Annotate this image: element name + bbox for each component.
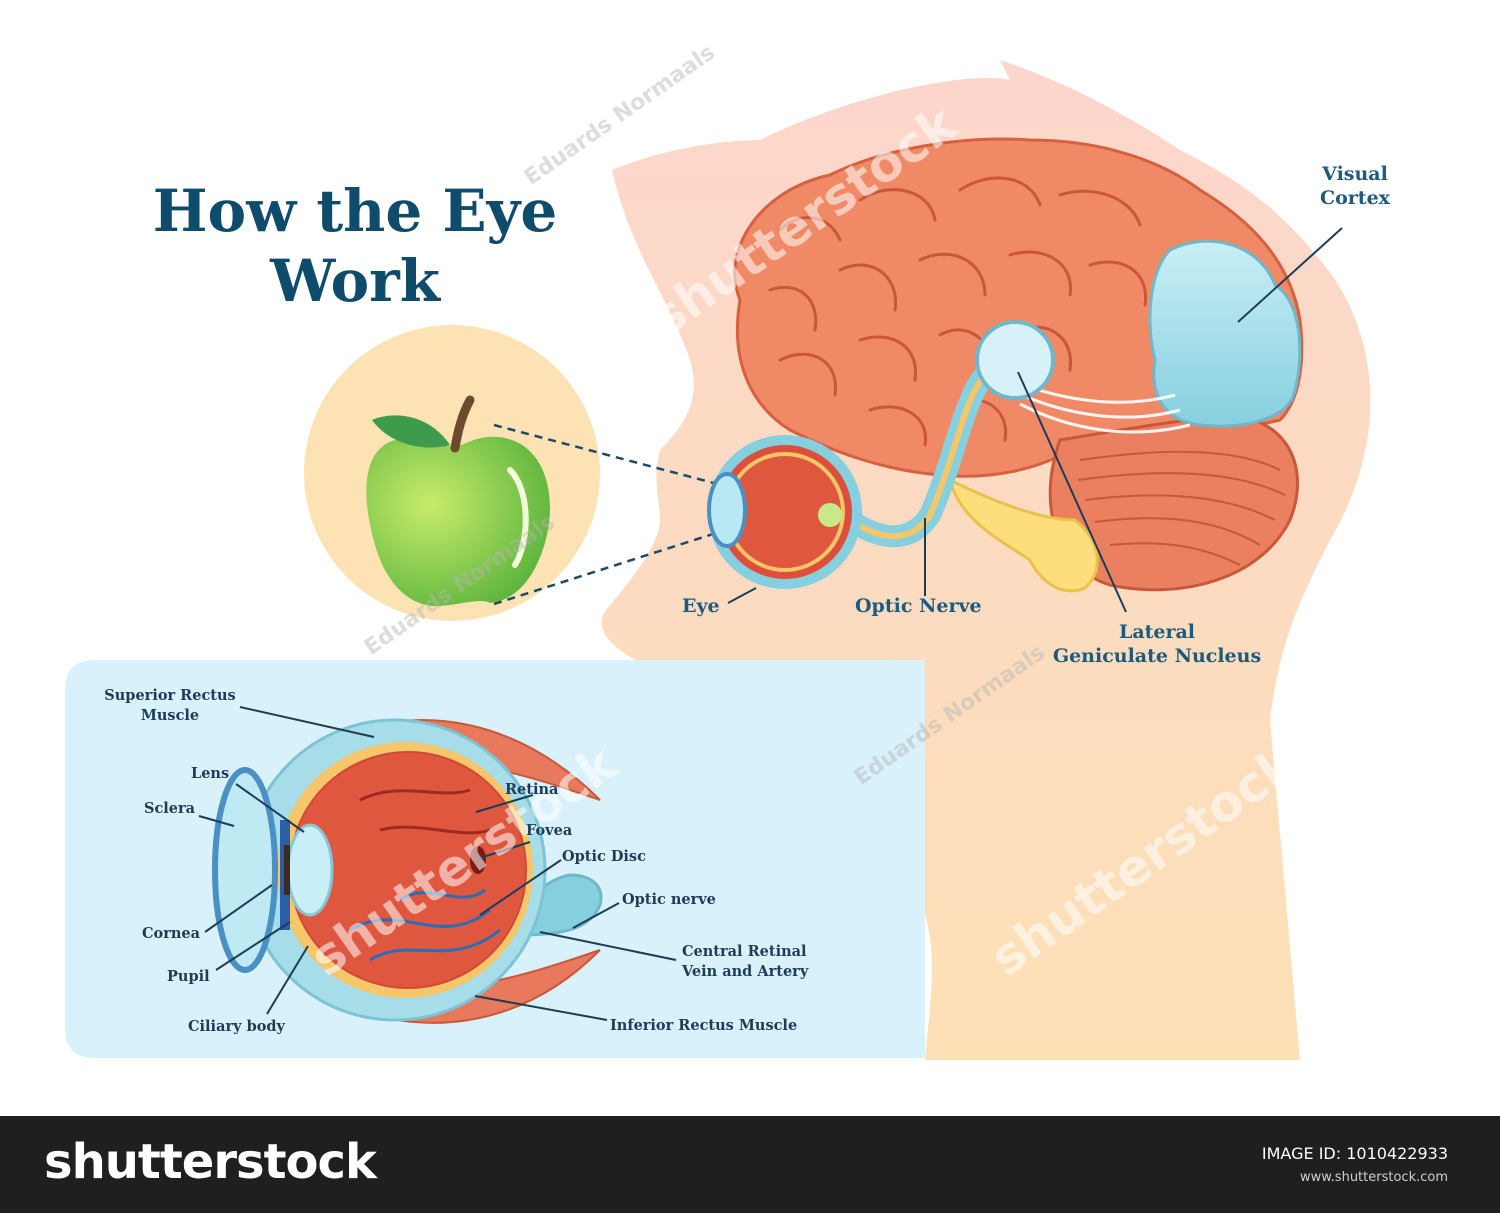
label-visual-cortex: Visual Cortex <box>1315 162 1395 210</box>
label-optic-nerve-head: Optic Nerve <box>855 595 982 617</box>
label-central-line1: Central Retinal <box>682 943 807 960</box>
label-optic-nerve-detail: Optic nerve <box>622 891 716 908</box>
label-superior-rectus-muscle: Superior Rectus Muscle <box>102 686 238 726</box>
label-optic-disc: Optic Disc <box>562 848 646 865</box>
apple-leaf <box>372 415 450 448</box>
label-inferior-rectus: Inferior Rectus Muscle <box>610 1017 798 1034</box>
label-lateral-line2: Geniculate Nucleus <box>1052 645 1262 667</box>
lens <box>286 823 334 917</box>
footer-brand: shutterstock <box>44 1134 377 1190</box>
leader-lines <box>198 227 1343 1021</box>
label-lateral-line1: Lateral <box>1118 621 1196 643</box>
label-visual-line1: Visual <box>1322 163 1388 185</box>
label-eye: Eye <box>682 595 720 617</box>
eye-on-head <box>707 320 1055 589</box>
label-cornea: Cornea <box>142 925 201 942</box>
page-title: How the Eye Work <box>110 176 600 316</box>
label-sclera: Sclera <box>144 800 196 817</box>
label-retina: Retina <box>505 781 559 798</box>
label-lateral-geniculate-nucleus: Lateral Geniculate Nucleus <box>1042 620 1272 668</box>
lateral-geniculate-nucleus <box>975 320 1055 400</box>
label-central-retinal: Central Retinal Vein and Artery <box>682 942 808 982</box>
eye-detail-panel <box>65 660 925 1058</box>
cornea <box>212 767 278 973</box>
label-ciliary-body: Ciliary body <box>188 1018 285 1035</box>
fovea <box>470 846 486 874</box>
page-title-line2: Work <box>270 247 440 315</box>
label-superior-line2: Muscle <box>140 707 200 724</box>
footer-image-id: IMAGE ID: 1010422933 <box>1261 1144 1448 1163</box>
brain <box>733 137 1304 593</box>
label-central-line2: Vein and Artery <box>682 963 809 980</box>
label-pupil: Pupil <box>167 968 210 985</box>
apple-circle <box>304 325 600 621</box>
apple <box>366 436 551 607</box>
label-fovea: Fovea <box>526 822 573 839</box>
footer-bar: shutterstock IMAGE ID: 1010422933 www.sh… <box>0 1116 1500 1213</box>
brainstem <box>947 477 1099 593</box>
pupil <box>284 845 290 895</box>
page-title-line1: How the Eye <box>152 177 558 245</box>
footer-site[interactable]: www.shutterstock.com <box>1299 1170 1448 1185</box>
visual-cortex <box>1148 239 1302 428</box>
apple-stem <box>450 395 475 453</box>
label-superior-line1: Superior Rectus <box>104 687 236 704</box>
label-lens: Lens <box>191 765 230 782</box>
label-visual-line2: Cortex <box>1320 187 1390 209</box>
